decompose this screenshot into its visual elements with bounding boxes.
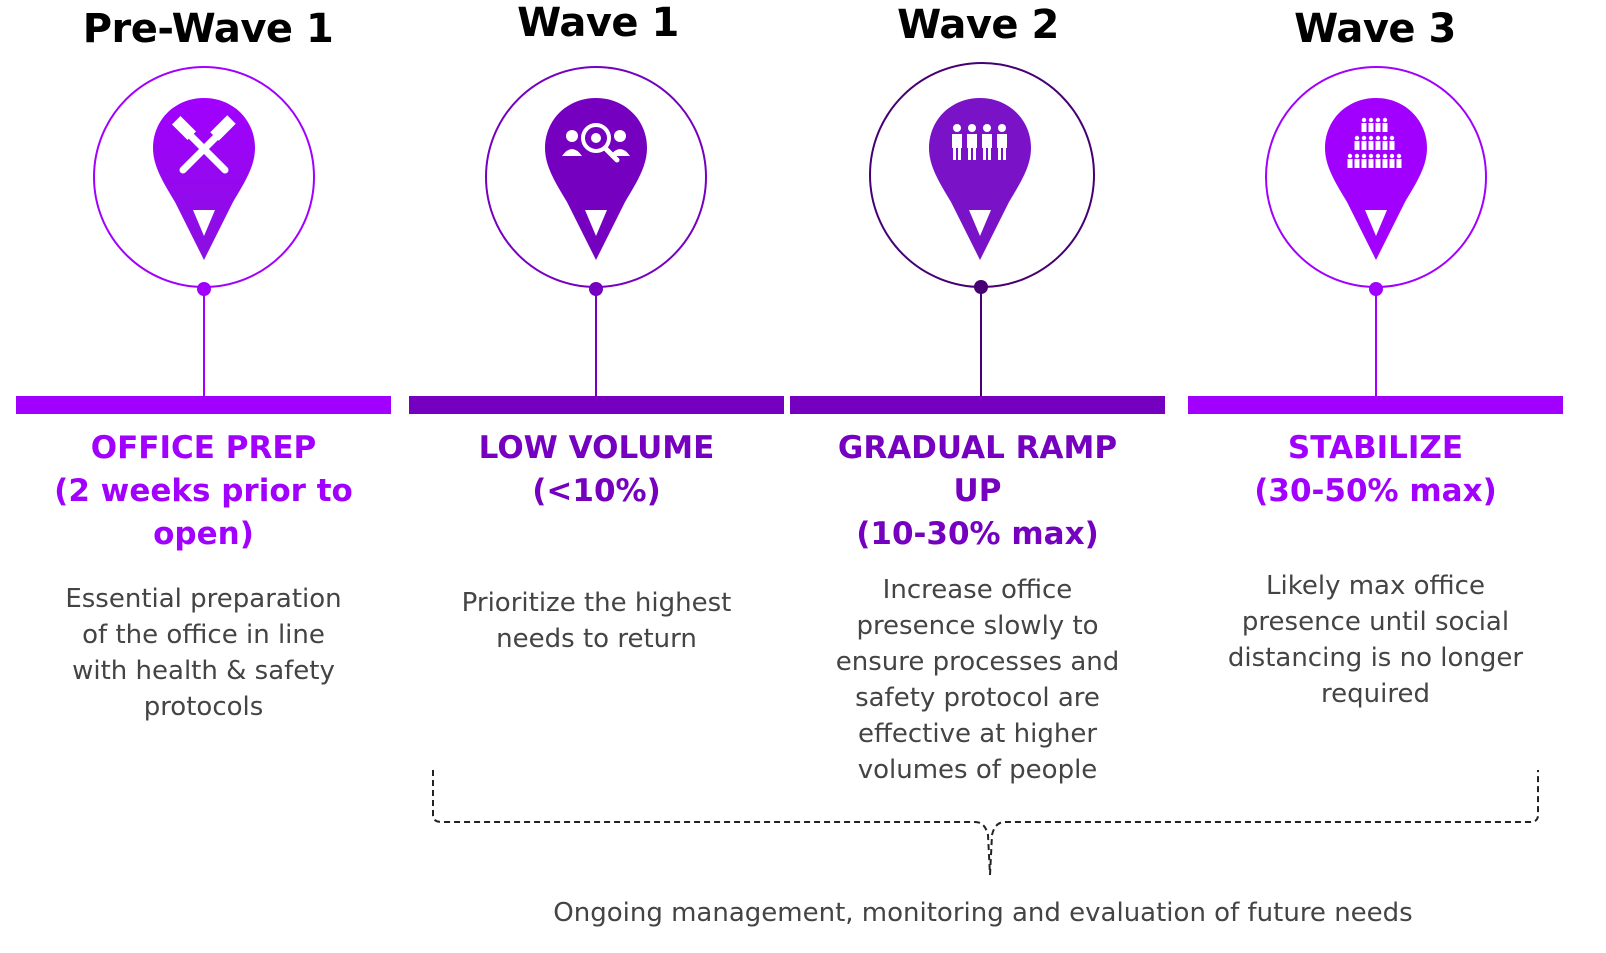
connector-line-prewave1 xyxy=(203,289,205,397)
description-line: with health & safety xyxy=(72,656,335,686)
phase-heading-line: (<10%) xyxy=(532,473,661,509)
crowd-icon xyxy=(1325,98,1427,260)
search-people-icon xyxy=(545,98,647,260)
phase-description-wave3: Likely max office presence until social … xyxy=(1188,568,1563,712)
description-line: protocols xyxy=(143,692,264,722)
description-line: Likely max office xyxy=(1266,571,1485,601)
phase-heading-wave3: STABILIZE (30-50% max) xyxy=(1188,427,1563,513)
phase-heading-line: GRADUAL RAMP xyxy=(837,430,1118,466)
connector-line-wave2 xyxy=(980,287,982,397)
connector-line-wave1 xyxy=(595,289,597,397)
description-line: volumes of people xyxy=(857,755,1098,785)
description-line: safety protocol are xyxy=(855,683,1100,713)
description-line: presence slowly to xyxy=(856,611,1099,641)
description-line: ensure processes and xyxy=(835,647,1120,677)
phase-description-wave2: Increase office presence slowly to ensur… xyxy=(790,572,1165,788)
description-line: effective at higher xyxy=(857,719,1098,749)
phase-heading-prewave1: OFFICE PREP (2 weeks prior to open) xyxy=(16,427,391,556)
connector-dot-wave2 xyxy=(974,280,988,294)
people-group-icon xyxy=(929,98,1031,260)
phase-heading-line: open) xyxy=(153,516,254,552)
phase-bar-wave2 xyxy=(790,396,1165,414)
phase-heading-line: OFFICE PREP xyxy=(90,430,317,466)
description-line: distancing is no longer xyxy=(1227,643,1524,673)
description-line: required xyxy=(1321,679,1430,709)
description-line: Increase office xyxy=(882,575,1073,605)
hammer-icon xyxy=(153,98,255,260)
description-line: of the office in line xyxy=(82,620,325,650)
phase-description-prewave1: Essential preparation of the office in l… xyxy=(16,581,391,725)
phase-heading-line: (2 weeks prior to xyxy=(54,473,353,509)
phase-heading-line: (10-30% max) xyxy=(856,516,1099,552)
description-line: Prioritize the highest xyxy=(461,588,732,618)
wave-title-wave2: Wave 2 xyxy=(897,2,1059,48)
description-line: presence until social xyxy=(1241,607,1510,637)
connector-dot-wave3 xyxy=(1369,282,1383,296)
phase-bar-wave1 xyxy=(409,396,784,414)
phase-heading-line: LOW VOLUME xyxy=(478,430,715,466)
phase-heading-wave2: GRADUAL RAMP UP (10-30% max) xyxy=(790,427,1165,556)
connector-dot-wave1 xyxy=(589,282,603,296)
phase-description-wave1: Prioritize the highest needs to return xyxy=(409,585,784,657)
connector-dot-prewave1 xyxy=(197,282,211,296)
phase-heading-line: UP xyxy=(953,473,1002,509)
connector-line-wave3 xyxy=(1375,289,1377,397)
phase-heading-line: STABILIZE xyxy=(1287,430,1464,466)
wave-title-wave3: Wave 3 xyxy=(1294,6,1456,52)
description-line: needs to return xyxy=(496,624,697,654)
wave-title-prewave1: Pre-Wave 1 xyxy=(82,6,334,52)
phase-heading-wave1: LOW VOLUME (<10%) xyxy=(409,427,784,513)
phase-heading-line: (30-50% max) xyxy=(1254,473,1497,509)
phase-bar-prewave1 xyxy=(16,396,391,414)
wave-title-wave1: Wave 1 xyxy=(517,0,679,46)
phase-bar-wave3 xyxy=(1188,396,1563,414)
description-line: Essential preparation xyxy=(65,584,342,614)
footer-caption: Ongoing management, monitoring and evalu… xyxy=(553,898,1413,928)
